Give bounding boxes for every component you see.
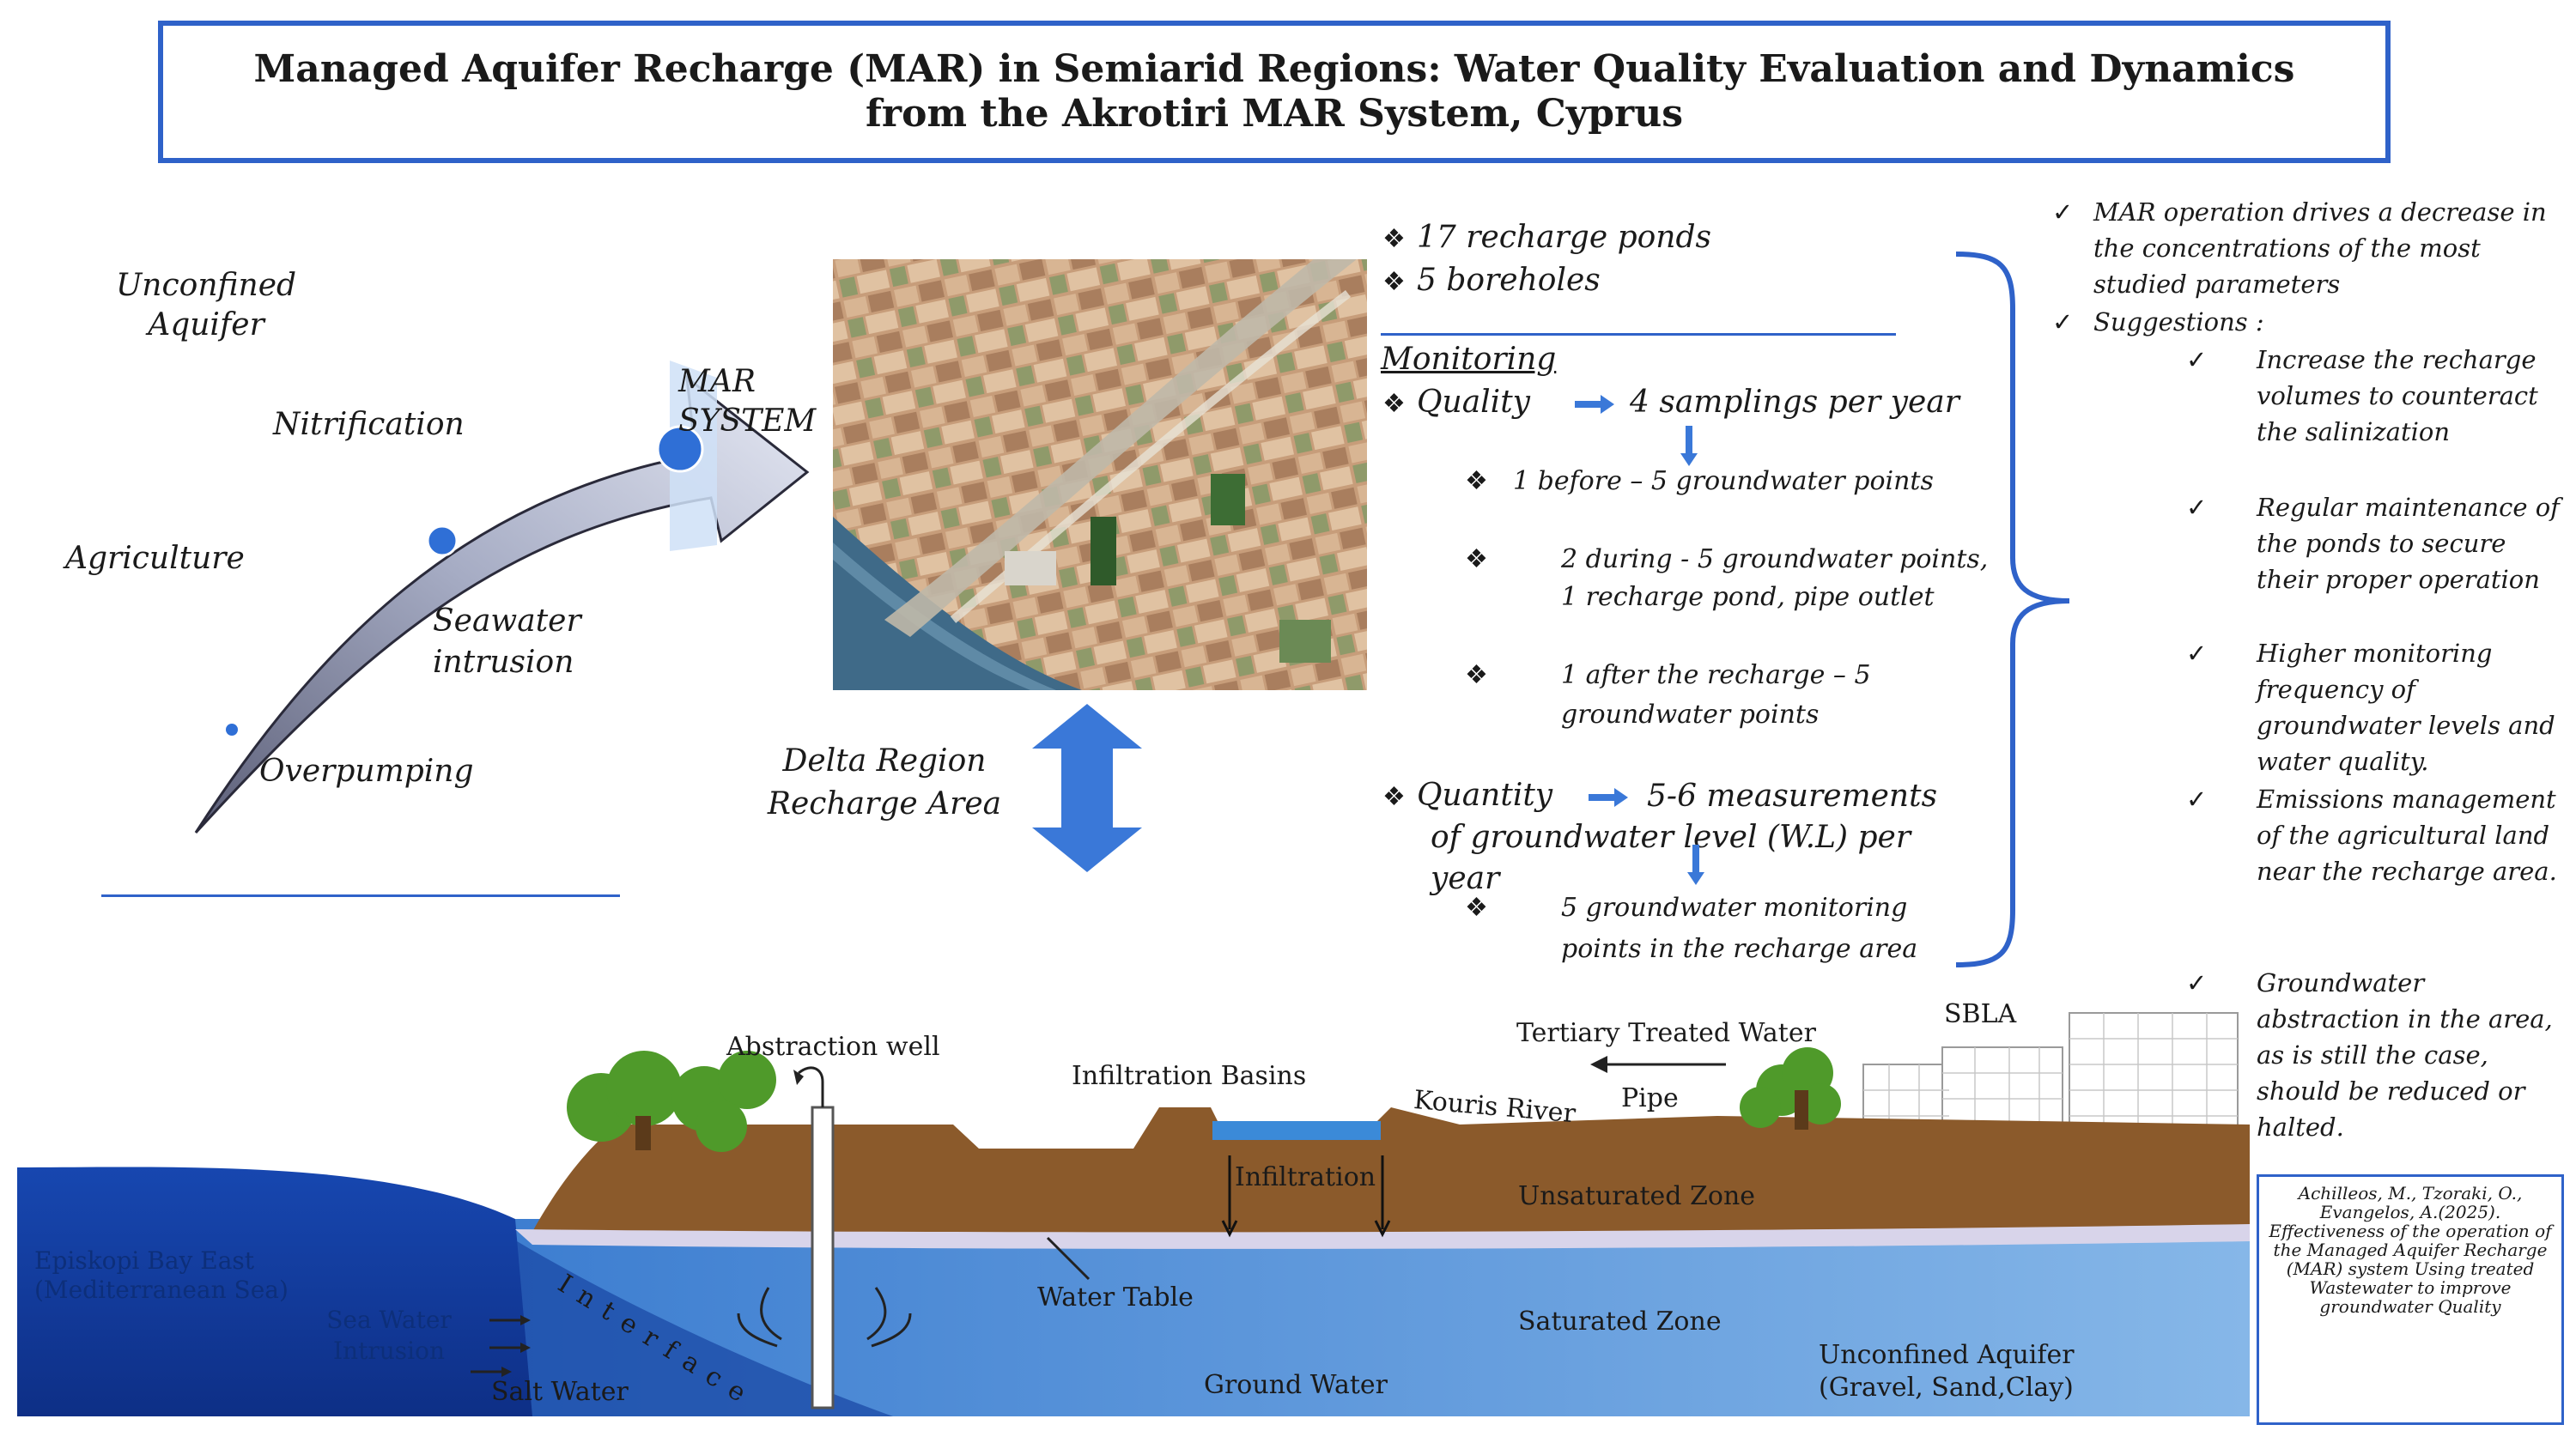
label-saturated-zone: Saturated Zone [1518, 1307, 1722, 1337]
label-sea-water-intrusion: Sea Water Intrusion [326, 1306, 452, 1365]
quality-item-2: ❖ 2 during - 5 groundwater points, 1 rech… [1465, 541, 1990, 616]
quality-item-1: ❖ 1 before – 5 groundwater points [1465, 464, 1994, 500]
conclusion-main-text: MAR operation drives a decrease in the c… [2093, 197, 2547, 299]
label-mar-system: MAR SYSTEM [678, 364, 817, 439]
pressure-arrow-graphic [194, 361, 810, 834]
quality-item-text-3: 1 after the recharge – 5 groundwater poi… [1561, 660, 1871, 730]
check-icon: ✓ [2186, 639, 2208, 668]
arrow-right-icon [1589, 788, 1628, 807]
timeline-dot-small [226, 724, 238, 736]
page-title: Managed Aquifer Recharge (MAR) in Semiar… [253, 47, 2295, 136]
check-icon: ✓ [2186, 968, 2208, 997]
label-salt-water: Salt Water [491, 1377, 629, 1407]
divider-monitoring [1381, 333, 1896, 336]
diamond-bullet-icon: ❖ [1382, 389, 1406, 419]
check-icon: ✓ [2052, 307, 2074, 336]
quantity-label: ❖ Quantity [1382, 776, 1552, 817]
check-icon: ✓ [2186, 785, 2208, 814]
quality-item-text-2: 2 during - 5 groundwater points, 1 recha… [1561, 544, 1989, 612]
label-unsaturated-zone: Unsaturated Zone [1518, 1181, 1756, 1211]
fact-text-2: 5 boreholes [1417, 263, 1601, 298]
diamond-bullet-icon: ❖ [1465, 660, 1488, 690]
label-agriculture: Agriculture [65, 541, 245, 576]
suggestion-text-4: Emissions management of the agricultural… [2257, 785, 2557, 886]
label-unconfined-aquifer-section: Unconfined Aquifer (Gravel, Sand,Clay) [1819, 1340, 2075, 1403]
diamond-bullet-icon: ❖ [1465, 893, 1488, 923]
suggestions-label-text: Suggestions : [2093, 307, 2264, 336]
label-nitrification: Nitrification [273, 407, 465, 442]
diamond-bullet-icon: ❖ [1465, 466, 1488, 496]
double-arrow [1032, 704, 1142, 872]
quality-label: ❖ Quality [1382, 383, 1530, 424]
suggestion-text-5: Groundwater abstraction in the area, as … [2257, 968, 2553, 1142]
diamond-bullet-icon: ❖ [1382, 224, 1406, 254]
suggestion-text-2: Regular maintenance of the ponds to secu… [2257, 493, 2560, 594]
pressure-arrow-body [194, 374, 810, 834]
check-icon: ✓ [2186, 345, 2208, 374]
arrow-down-icon [1687, 845, 1704, 885]
quantity-value: 5-6 measurements of groundwater level (W… [1431, 779, 1938, 896]
timeline-dot-large [656, 425, 704, 473]
quality-item-text-1: 1 before – 5 groundwater points [1513, 466, 1934, 496]
quantity-item-text-1: 5 groundwater monitoring points in the r… [1561, 893, 1918, 964]
suggestion-item-1: ✓ Increase the recharge volumes to counte… [2186, 342, 2561, 450]
label-overpumping: Overpumping [259, 754, 474, 789]
title-box: Managed Aquifer Recharge (MAR) in Semiar… [158, 21, 2391, 163]
label-seawater-intrusion: Seawater intrusion [433, 603, 581, 680]
suggestions-label: ✓ Suggestions : [2052, 304, 2264, 340]
label-infiltration: Infiltration [1235, 1162, 1376, 1192]
citation-box: Achilleos, M., Tzoraki, O., Evangelos, A… [2257, 1174, 2564, 1425]
suggestion-item-3: ✓ Higher monitoring frequency of groundwa… [2186, 635, 2561, 779]
label-pipe: Pipe [1621, 1083, 1679, 1113]
sea [17, 1167, 532, 1416]
suggestion-text-3: Higher monitoring frequency of groundwat… [2257, 639, 2555, 776]
label-delta-region: Delta Region Recharge Area [767, 743, 1002, 822]
label-infiltration-basins: Infiltration Basins [1072, 1061, 1307, 1091]
label-ground-water: Ground Water [1204, 1370, 1388, 1400]
quality-label-text: Quality [1417, 385, 1530, 420]
satellite-image [833, 259, 1367, 690]
quantity-item-1: ❖ 5 groundwater monitoring points in the … [1465, 888, 1956, 970]
fact-item-1: ❖ 17 recharge ponds [1382, 218, 1711, 259]
arrow-down-icon [1680, 426, 1698, 466]
arrow-right-icon [1575, 395, 1614, 414]
label-water-table: Water Table [1037, 1282, 1194, 1313]
quality-item-3: ❖ 1 after the recharge – 5 groundwater po… [1465, 656, 1973, 735]
aquifer-zone [481, 1219, 2250, 1416]
diamond-bullet-icon: ❖ [1465, 544, 1488, 574]
label-abstraction-well: Abstraction well [726, 1032, 940, 1062]
suggestion-item-4: ✓ Emissions management of the agricultura… [2186, 781, 2561, 889]
citation-text: Achilleos, M., Tzoraki, O., Evangelos, A… [2269, 1183, 2552, 1317]
label-unconfined-aquifer: Unconfined Aquifer [115, 268, 297, 343]
suggestion-item-2: ✓ Regular maintenance of the ponds to sec… [2186, 489, 2561, 597]
salt-water-wedge [481, 1219, 893, 1416]
trees [567, 1047, 1841, 1152]
diamond-bullet-icon: ❖ [1382, 782, 1406, 812]
infiltration-basin-water [1212, 1121, 1381, 1140]
check-icon: ✓ [2186, 493, 2208, 522]
fact-item-2: ❖ 5 boreholes [1382, 261, 1601, 302]
soil-unsaturated-zone [532, 1107, 2250, 1236]
cross-section-diagram [17, 1012, 2250, 1416]
abstraction-well-pipe [811, 1106, 835, 1410]
fact-text-1: 17 recharge ponds [1417, 220, 1712, 255]
conclusion-main: ✓ MAR operation drives a decrease in the … [2052, 194, 2561, 302]
label-sbla: SBLA [1944, 999, 2017, 1029]
label-bay: Episkopi Bay East (Mediterranean Sea) [34, 1246, 289, 1304]
timeline-dot-medium [426, 524, 459, 557]
check-icon: ✓ [2052, 197, 2074, 227]
curly-brace [1955, 252, 2070, 967]
monitoring-heading: Monitoring [1381, 342, 1557, 377]
quantity-label-text: Quantity [1417, 778, 1553, 813]
divider-left [101, 894, 620, 897]
label-tertiary-treated-water: Tertiary Treated Water [1516, 1018, 1816, 1048]
suggestion-text-1: Increase the recharge volumes to counter… [2257, 345, 2538, 446]
diamond-bullet-icon: ❖ [1382, 267, 1406, 297]
suggestion-item-5: ✓ Groundwater abstraction in the area, as… [2186, 965, 2561, 1145]
quality-value: 4 samplings per year [1630, 385, 1959, 420]
